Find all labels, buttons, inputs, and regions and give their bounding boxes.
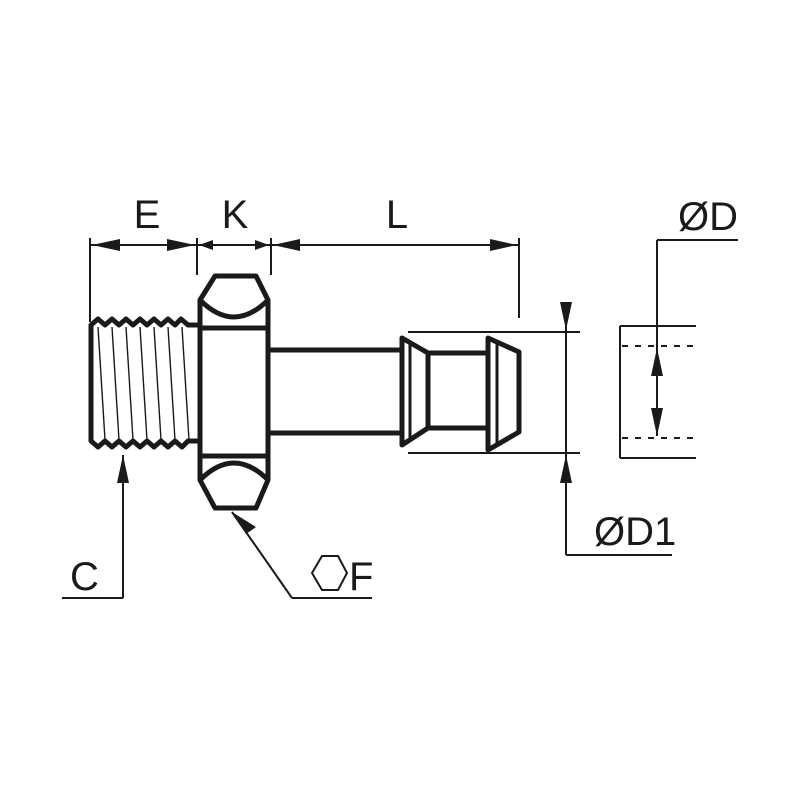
dimension-d1-label: ØD1 — [594, 510, 676, 554]
hex-f-label: F — [349, 555, 373, 599]
leader-c — [62, 455, 129, 599]
hex-nut — [197, 273, 271, 511]
threaded-end — [88, 316, 200, 450]
dimension-e-label: E — [134, 193, 161, 237]
dimension-d1 — [408, 302, 672, 556]
hose-section — [619, 239, 738, 459]
leader-f — [231, 511, 372, 599]
barb-1 — [399, 335, 431, 448]
dimension-l-label: L — [386, 193, 408, 237]
hexagon-icon — [310, 555, 349, 591]
thread-c-label: C — [70, 555, 99, 599]
barb-2 — [428, 335, 522, 453]
dimension-k-label: K — [222, 193, 249, 237]
stem — [268, 347, 402, 436]
dimension-top — [89, 238, 520, 322]
dimension-d-label: ØD — [678, 195, 738, 239]
